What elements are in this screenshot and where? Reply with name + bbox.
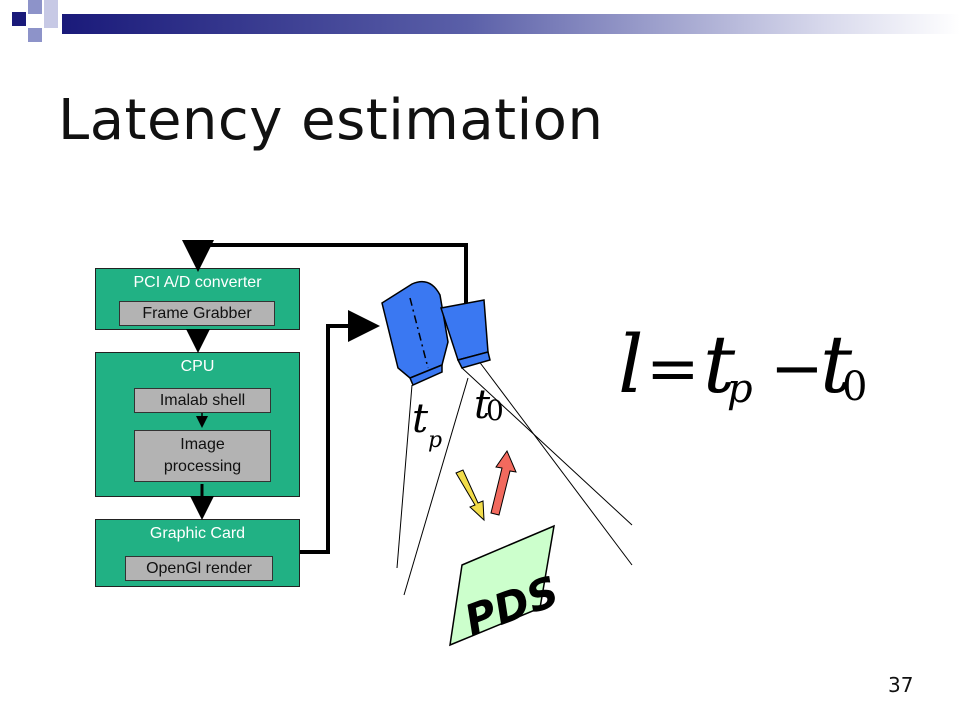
frame-grabber-box: Frame Grabber xyxy=(119,301,275,326)
graphic-card-block: Graphic Card OpenGl render xyxy=(95,519,300,587)
red-arrow xyxy=(490,449,517,516)
gpu-to-camera-connector xyxy=(300,310,380,554)
yellow-arrow xyxy=(455,469,485,522)
decor-square-1 xyxy=(12,12,26,26)
formula-minus: − xyxy=(770,332,824,406)
image-processing-line2: processing xyxy=(163,458,242,475)
pci-converter-block: PCI A/D converter Frame Grabber xyxy=(95,268,300,330)
header-decoration xyxy=(0,0,960,60)
image-processing-line1: Image xyxy=(180,436,225,453)
decor-square-5 xyxy=(44,14,58,28)
decor-gradient-bar xyxy=(62,14,960,34)
formula-t2: t xyxy=(820,318,853,411)
pds-screen xyxy=(449,524,555,647)
formula-equals: = xyxy=(646,332,700,406)
formula-p: p xyxy=(727,366,753,412)
projection-line-1 xyxy=(396,384,413,569)
imalab-shell-box: Imalab shell xyxy=(134,388,271,413)
formula-t: t xyxy=(703,318,736,411)
cpu-label: CPU xyxy=(180,358,215,375)
formula-l: l xyxy=(618,318,644,411)
camera-device xyxy=(381,280,491,386)
projection-line-2 xyxy=(403,377,469,596)
projection-line-3 xyxy=(461,367,633,526)
t0-label-0: 0 xyxy=(486,394,504,427)
feedback-connector xyxy=(182,240,468,308)
projection-line-4 xyxy=(477,359,633,566)
opengl-render-box: OpenGl render xyxy=(125,556,273,581)
decor-square-4 xyxy=(44,0,58,14)
tp-label-t: t xyxy=(412,396,429,442)
page-number: 37 xyxy=(888,673,914,697)
decor-square-2 xyxy=(28,0,42,14)
image-processing-box: Image processing xyxy=(134,430,271,482)
slide-title: Latency estimation xyxy=(58,88,604,153)
tp-label-p: p xyxy=(428,428,442,453)
graphic-card-label: Graphic Card xyxy=(149,525,246,542)
pci-converter-label: PCI A/D converter xyxy=(133,274,262,291)
t0-label-t: t xyxy=(474,382,491,428)
decor-square-3 xyxy=(28,28,42,42)
latency-formula: l = t p − t 0 xyxy=(618,318,867,412)
formula-0: 0 xyxy=(842,364,867,410)
